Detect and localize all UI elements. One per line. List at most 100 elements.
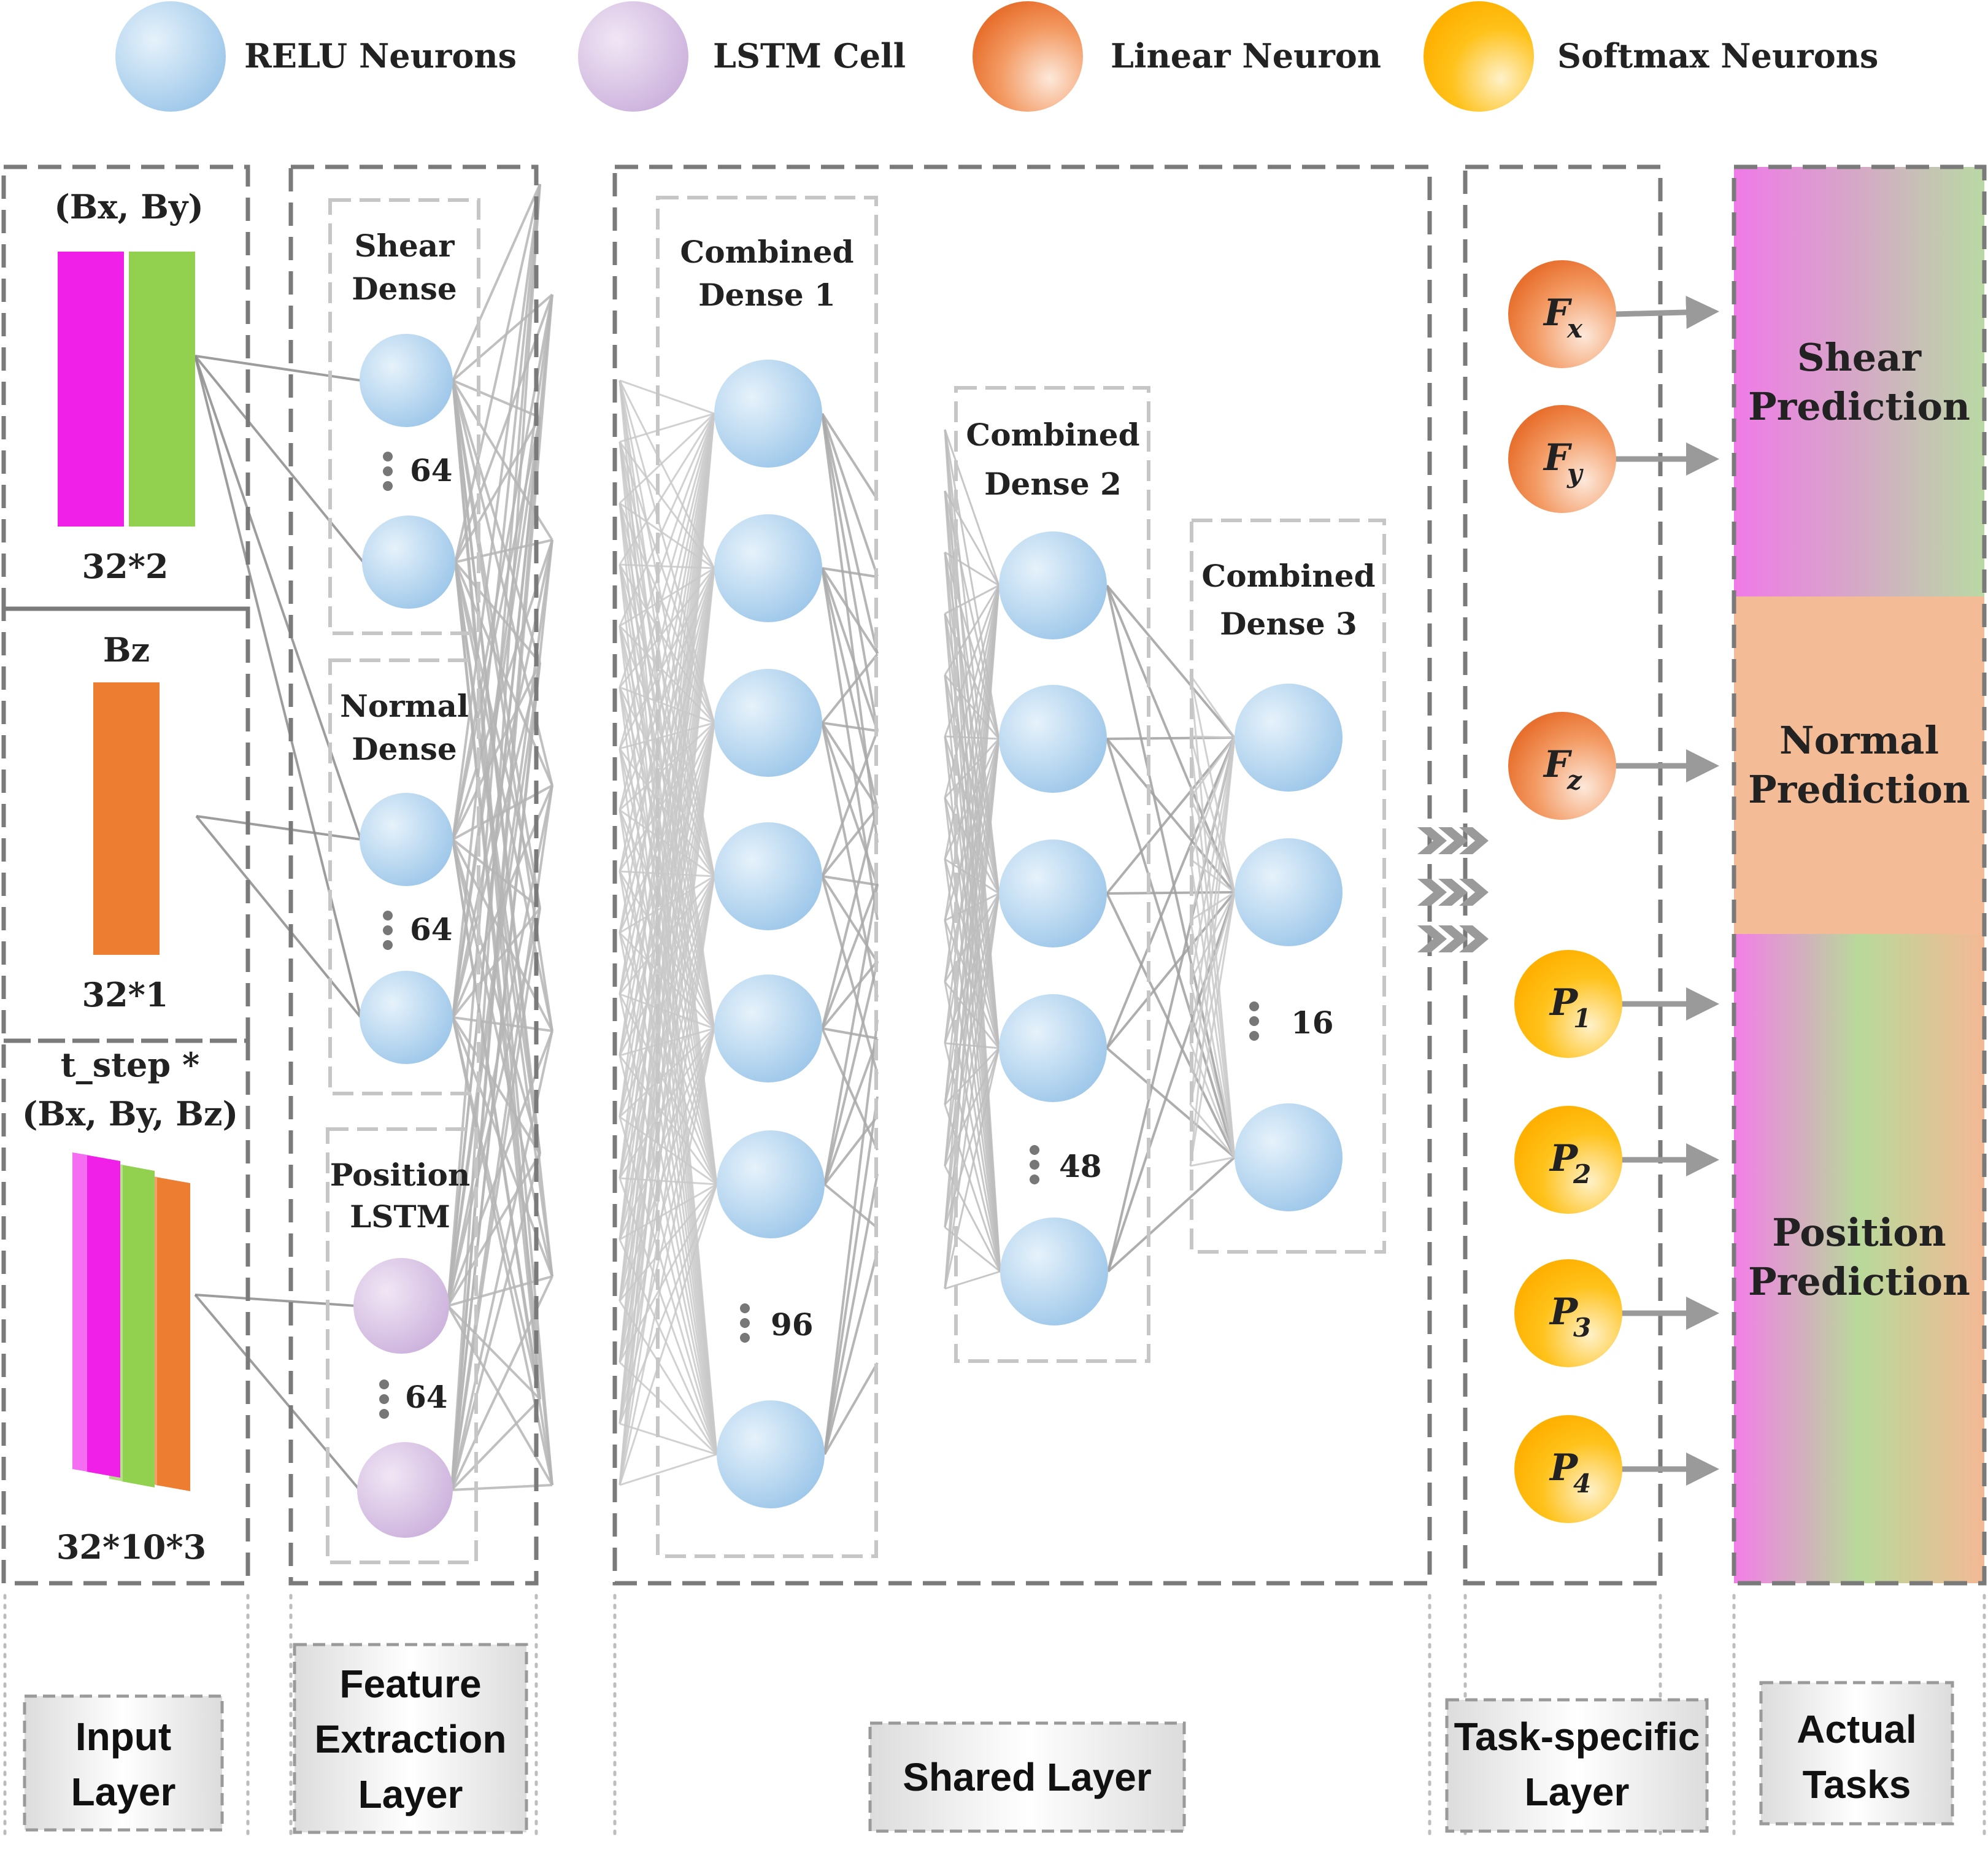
dense2-input-connection	[944, 429, 1000, 586]
dense2-input-connection	[944, 738, 1000, 799]
dense1-input-connection	[618, 568, 715, 1302]
dense1-input-connection	[618, 413, 715, 1117]
dense1-input-connection	[618, 413, 715, 565]
dense3-input-connection	[1189, 674, 1236, 738]
combined-dense-1-neuron	[717, 1130, 825, 1238]
dense3-input-connection	[1189, 920, 1236, 1158]
dense1-connection	[823, 1096, 879, 1455]
shear-dense-title-line2: Dense	[352, 271, 457, 307]
feature-connection	[450, 183, 541, 1491]
input-size-bz: 32*1	[82, 975, 169, 1014]
dense2-input-connection	[944, 738, 1000, 1289]
dense1-connection	[821, 960, 879, 1030]
normal-dense-title-line2: Dense	[352, 731, 457, 767]
shared-layer-label: Shared Layer	[868, 1721, 1186, 1833]
dense3-input-connection	[1189, 737, 1236, 798]
ellipsis-icon	[383, 466, 393, 476]
dense2-input-connection	[944, 674, 1000, 739]
input-box-seq	[1, 1038, 250, 1586]
legend-item-softmax: Softmax Neurons	[1424, 1, 1878, 112]
dense2-input-connection	[944, 585, 1000, 1289]
dense2-input-connection	[944, 585, 1000, 676]
shear-dense-neuron	[362, 515, 455, 609]
dense1-input-connection	[618, 568, 715, 1424]
dense2-input-connection	[944, 585, 1000, 860]
actual-tasks-border	[1732, 164, 1987, 1586]
dense1-input-connection	[618, 722, 715, 1486]
combined-dense-1-neuron	[714, 514, 822, 622]
dense2-input-connection	[944, 584, 1000, 615]
dense1-input-connection	[619, 379, 715, 415]
ellipsis-icon	[1030, 1175, 1039, 1184]
input-title-bz: Bz	[103, 630, 150, 669]
ellipsis-icon	[740, 1318, 750, 1328]
output-symbol: F	[1543, 743, 1573, 786]
ellipsis-icon	[379, 1409, 389, 1419]
shear-dense-count: 64	[410, 452, 453, 488]
dense1-connection	[821, 806, 879, 878]
ellipsis-icon	[383, 452, 393, 461]
position-lstm-count: 64	[405, 1379, 448, 1415]
combined-dense-2-neuron	[999, 531, 1107, 639]
dense1-connection	[821, 413, 879, 654]
output-neuron-p1: P1	[1514, 950, 1719, 1058]
combined-dense-1-title-line1: Combined	[680, 234, 853, 270]
dense1-connection	[821, 876, 879, 1075]
dense2-input-connection	[944, 738, 1000, 982]
normal-prediction-block	[1734, 596, 1984, 934]
output-neuron-p2: P2	[1514, 1106, 1719, 1214]
position-lstm-cell	[353, 1258, 449, 1354]
dense1-connection	[823, 884, 879, 1185]
dense3-input-connection	[1189, 737, 1236, 982]
position-lstm-box	[326, 1127, 478, 1564]
input-bar-bz	[93, 682, 160, 955]
output-symbol: P	[1549, 1291, 1579, 1333]
dense2-connection	[1106, 736, 1236, 895]
input-layer-label: Input Layer	[23, 1694, 224, 1832]
shear-prediction-line2: Prediction	[1748, 384, 1970, 429]
ellipsis-icon	[383, 911, 393, 920]
dense3-input-connection	[1189, 1104, 1236, 1158]
input-sequence-stack	[72, 1152, 190, 1491]
dense1-input-connection	[618, 413, 715, 1056]
normal-dense-neuron	[360, 971, 453, 1064]
normal-dense-box	[328, 658, 480, 1095]
chevron-right-icon	[1459, 879, 1489, 906]
dense3-input-connection	[1189, 892, 1236, 1105]
dense1-connection	[823, 1038, 879, 1185]
dense1-connection	[821, 567, 879, 655]
position-lstm-cell	[357, 1442, 453, 1538]
legend-label-softmax: Softmax Neurons	[1557, 36, 1878, 75]
dense1-input-connection	[618, 568, 715, 872]
ellipsis-icon	[1249, 1031, 1259, 1041]
combined-dense-2-title-line2: Dense 2	[984, 466, 1122, 502]
shared-layer-box	[612, 164, 1432, 1586]
dense2-input-connection	[944, 1104, 1001, 1272]
combined-dense-2-neuron	[999, 994, 1107, 1102]
input-layer-label-line2: Layer	[71, 1770, 176, 1814]
task-specific-layer-label: Task-specific Layer	[1445, 1698, 1709, 1833]
actual-tasks-label-line1: Actual	[1797, 1707, 1917, 1751]
dense3-input-connection	[1189, 858, 1236, 1158]
dense2-input-connection	[944, 585, 1000, 798]
combined-dense-1-neuron	[714, 822, 822, 930]
combined-dense-1-box	[656, 196, 878, 1558]
input-title-seq-line1: t_step *	[61, 1045, 199, 1084]
dense1-connection	[821, 653, 879, 724]
dense3-input-connection	[1189, 892, 1236, 1044]
input-size-seq: 32*10*3	[56, 1527, 206, 1567]
ellipsis-icon	[1249, 1001, 1259, 1011]
legend-label-relu: RELU Neurons	[244, 36, 517, 75]
dense1-input-connection	[619, 1422, 717, 1456]
position-lstm-title-line2: LSTM	[350, 1198, 450, 1235]
dense3-input-connection	[1189, 737, 1236, 921]
dense3-input-connection	[1189, 797, 1236, 1158]
dense3-input-connection	[1189, 737, 1236, 1044]
dense2-input-connection	[944, 585, 1000, 921]
ellipsis-icon	[740, 1303, 750, 1313]
layer-labels: Input Layer Feature Extraction Layer Sha…	[23, 1643, 1954, 1834]
input-connection	[194, 1294, 361, 1491]
actual-tasks-label-line2: Tasks	[1803, 1762, 1911, 1807]
feature-connection	[450, 908, 541, 1491]
dense2-input-connection	[944, 1270, 1001, 1290]
